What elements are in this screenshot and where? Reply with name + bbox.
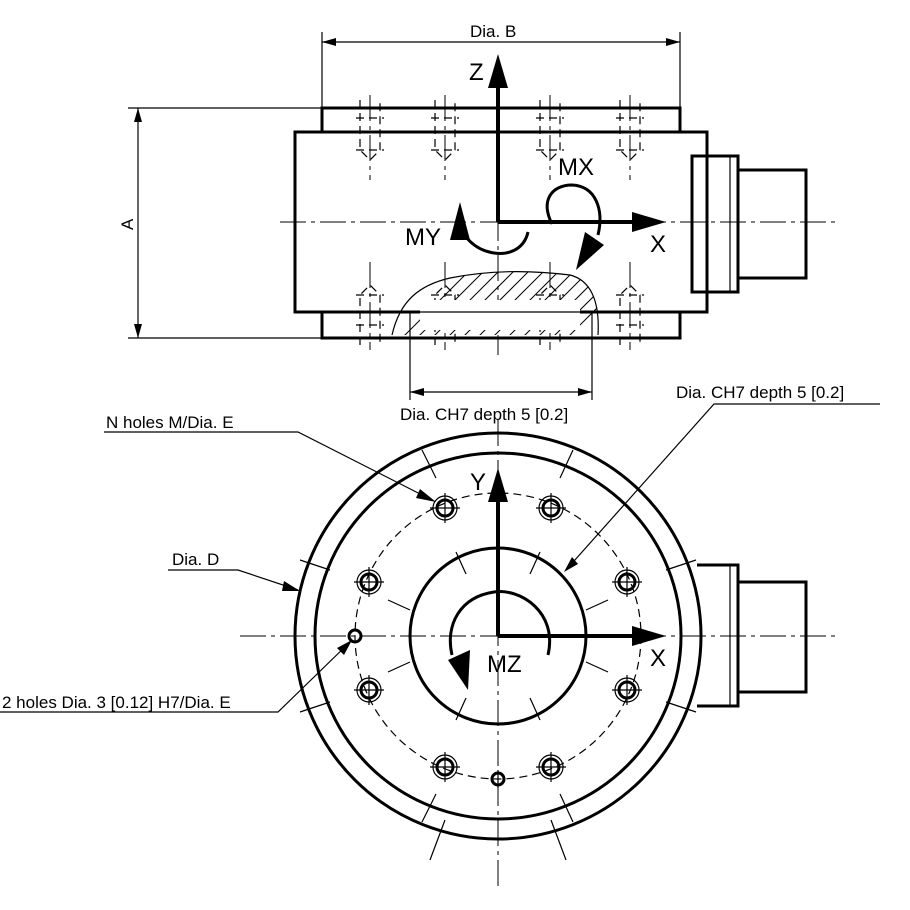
bolt-hole [354, 567, 384, 597]
top-view: Y X MZ [0, 403, 880, 888]
connector-body [736, 168, 808, 280]
bolt-hole [612, 675, 642, 705]
bolt-holes [354, 493, 642, 782]
label-dia-b: Dia. B [470, 22, 516, 41]
bolt-hole [354, 675, 384, 705]
axis-label-mz: MZ [487, 651, 522, 678]
dimension-dia-b [321, 32, 681, 108]
axis-label-y: Y [470, 469, 486, 496]
axis-label-my: MY [405, 224, 441, 251]
mz-rotation-icon [448, 590, 552, 656]
dimension-pilot [409, 338, 593, 400]
label-dia-ch7-left: Dia. CH7 depth 5 [0.2] [400, 405, 568, 424]
axis-label-mx: MX [558, 154, 594, 181]
bolt-hole [430, 493, 460, 523]
dimension-a [128, 107, 322, 339]
connector-top-body [736, 580, 808, 694]
side-axes [450, 54, 666, 270]
radial-lines [299, 449, 697, 861]
section-cutaway [391, 270, 599, 336]
hidden-holes-top [356, 95, 644, 180]
mx-rotation-icon [545, 183, 602, 236]
y-arrow-icon [488, 468, 508, 502]
label-dia-ch7-right: Dia. CH7 depth 5 [0.2] [676, 383, 844, 402]
axis-label-z: Z [469, 59, 484, 86]
my-rotation-icon [458, 219, 530, 255]
bolt-hole [536, 493, 566, 523]
leader-lines [0, 403, 880, 713]
top-axes [448, 468, 666, 690]
bolt-hole [536, 752, 566, 782]
outer-circle-dia-d [293, 431, 703, 841]
z-arrow-icon [488, 54, 508, 88]
axis-label-x-top: X [650, 645, 666, 672]
label-dia-d: Dia. D [172, 550, 219, 569]
axis-label-x-side: X [650, 231, 666, 258]
x-arrow-icon [632, 212, 666, 232]
bolt-hole [612, 567, 642, 597]
label-two-holes: 2 holes Dia. 3 [0.12] H7/Dia. E [2, 693, 231, 712]
bolt-hole [430, 752, 460, 782]
top-flange [320, 106, 682, 134]
connector-base [690, 154, 740, 294]
label-a: A [118, 218, 137, 230]
label-n-holes: N holes M/Dia. E [106, 413, 234, 432]
inner-ring [313, 451, 683, 821]
pin-holes [347, 628, 506, 788]
side-view: Dia. B A [118, 22, 840, 400]
x-arrow-icon-top [632, 626, 666, 646]
